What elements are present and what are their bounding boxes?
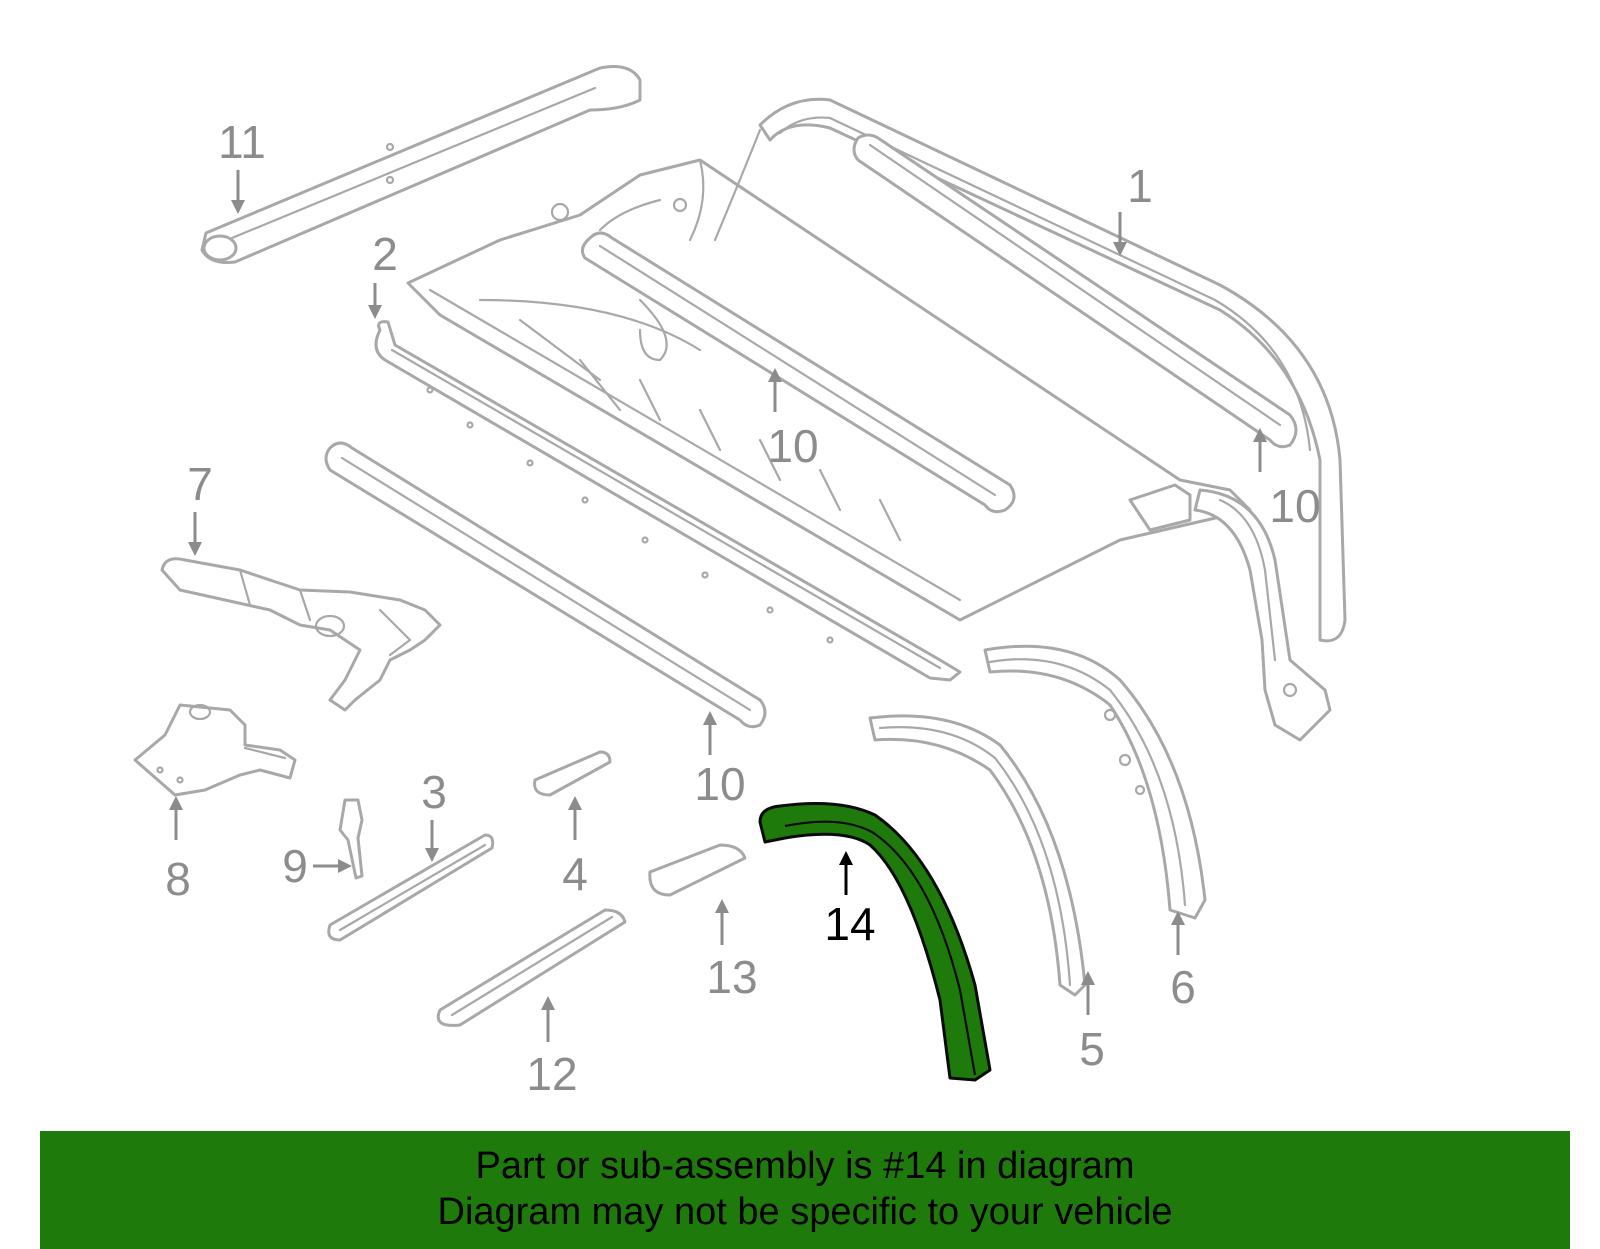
part-7-linkage (160, 557, 442, 712)
part-5-arch (868, 714, 1087, 997)
callout-6: 6 (1170, 961, 1196, 1013)
part-6-arch (983, 644, 1207, 920)
leaders (169, 170, 1267, 1042)
callout-3: 3 (421, 766, 447, 818)
part-1-top-frame (758, 97, 1347, 643)
part-3-strip (327, 833, 495, 942)
callout-11: 11 (218, 116, 266, 168)
callout-7: 7 (187, 458, 213, 510)
part-12-strip (436, 908, 627, 1027)
callout-14: 14 (824, 898, 875, 950)
banner-line-2: Diagram may not be specific to your vehi… (437, 1191, 1173, 1233)
callout-10-rail: 10 (767, 420, 818, 472)
callout-13: 13 (706, 951, 757, 1003)
callout-10-weatherstrip: 10 (694, 758, 745, 810)
banner-line-1: Part or sub-assembly is #14 in diagram (475, 1145, 1135, 1187)
part-9-stud (338, 798, 364, 880)
callout-12: 12 (526, 1048, 577, 1100)
callout-2: 2 (372, 228, 398, 280)
part-11-header-rail (200, 65, 642, 264)
part-2-seal-strip (374, 320, 962, 682)
callout-10-frame: 10 (1269, 480, 1320, 532)
callout-labels: 1 2 3 4 5 6 7 8 9 10 10 10 10 11 12 13 1… (165, 116, 1320, 1100)
callout-5: 5 (1079, 1023, 1105, 1075)
part-14-highlighted (758, 801, 992, 1082)
part-1-side-leg (1193, 488, 1332, 742)
part-8-bracket (133, 703, 297, 797)
info-banner: Part or sub-assembly is #14 in diagram D… (40, 1131, 1570, 1249)
callout-9: 9 (282, 840, 308, 892)
callout-8: 8 (165, 853, 191, 905)
part-13-pad (648, 843, 747, 897)
callout-4: 4 (562, 848, 588, 900)
part-2-rear-tub (406, 128, 1252, 622)
part-10-weatherstrip-long (324, 441, 767, 729)
callout-1: 1 (1127, 160, 1153, 212)
part-4-clip (533, 750, 612, 797)
